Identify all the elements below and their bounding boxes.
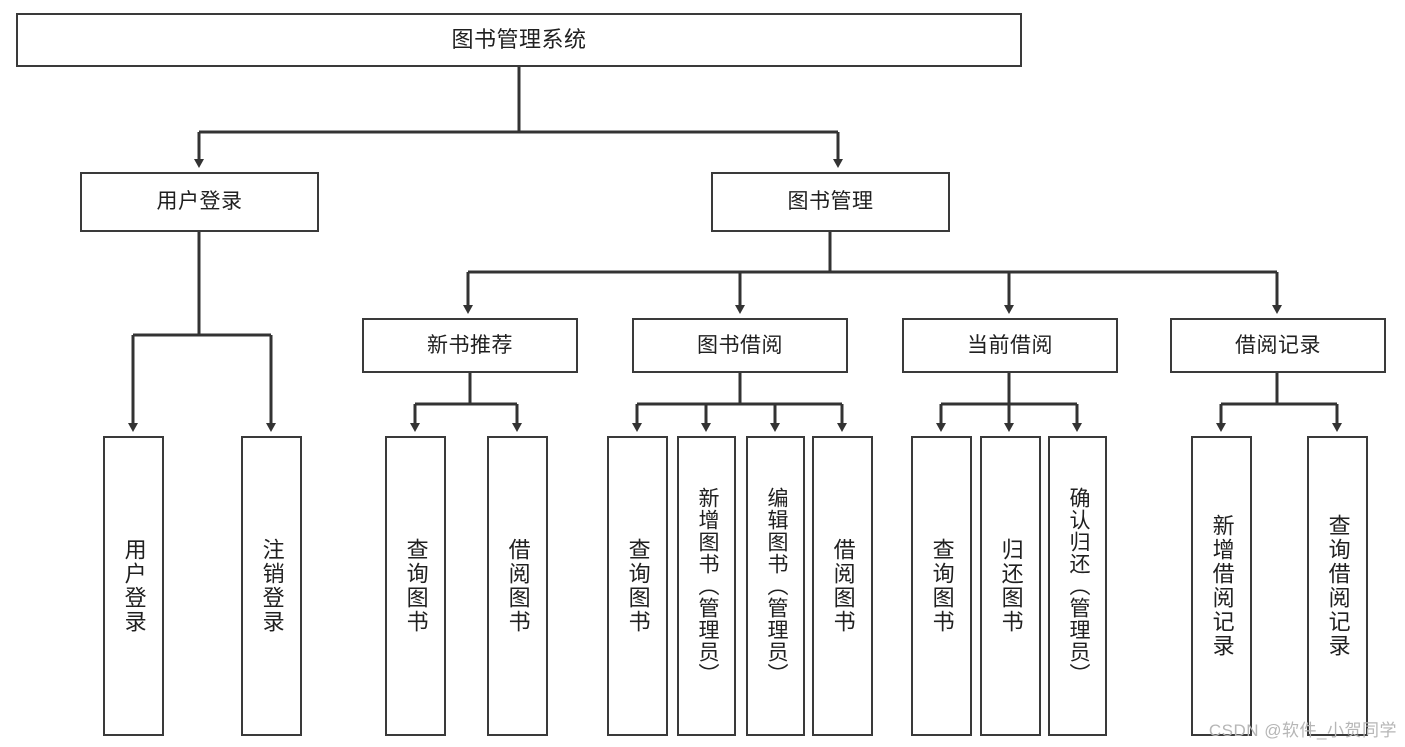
node-label: 图书管理系统 (451, 26, 587, 52)
leaf-query-book-recommend[interactable]: 查询图书 (385, 436, 446, 736)
node-label: 查询图书 (625, 538, 651, 634)
node-label: 新增借阅记录 (1209, 514, 1235, 658)
node-label: 借阅图书 (505, 538, 531, 634)
node-label: 查询图书 (403, 538, 429, 634)
watermark-text: CSDN @软件_小贺同学 (1208, 721, 1397, 740)
node-label: 借阅图书 (830, 538, 856, 634)
node-label: 注销登录 (259, 538, 285, 634)
node-label: 当前借阅 (967, 333, 1053, 357)
leaf-logout-login[interactable]: 注销登录 (241, 436, 302, 736)
node-label: 用户登录 (156, 190, 243, 214)
node-borrow-record[interactable]: 借阅记录 (1170, 318, 1386, 373)
leaf-add-book-admin[interactable]: 新增图书（管理员） (677, 436, 736, 736)
leaf-borrow-book[interactable]: 借阅图书 (812, 436, 873, 736)
node-label: 新增图书（管理员） (695, 487, 719, 685)
node-label: 借阅记录 (1235, 333, 1321, 357)
node-label: 新书推荐 (427, 333, 513, 357)
leaf-borrow-book-recommend[interactable]: 借阅图书 (487, 436, 548, 736)
node-label: 图书借阅 (697, 333, 783, 357)
node-label: 确认归还（管理员） (1066, 487, 1090, 685)
leaf-user-login[interactable]: 用户登录 (103, 436, 164, 736)
leaf-add-borrow-record[interactable]: 新增借阅记录 (1191, 436, 1252, 736)
node-book-manage[interactable]: 图书管理 (711, 172, 950, 232)
node-current-borrow[interactable]: 当前借阅 (902, 318, 1118, 373)
leaf-edit-book-admin[interactable]: 编辑图书（管理员） (746, 436, 805, 736)
node-user-login[interactable]: 用户登录 (80, 172, 319, 232)
leaf-return-book[interactable]: 归还图书 (980, 436, 1041, 736)
leaf-query-borrow-record[interactable]: 查询借阅记录 (1307, 436, 1368, 736)
node-book-borrow[interactable]: 图书借阅 (632, 318, 848, 373)
leaf-query-book-borrow[interactable]: 查询图书 (607, 436, 668, 736)
node-root-system[interactable]: 图书管理系统 (16, 13, 1022, 67)
leaf-query-book-current[interactable]: 查询图书 (911, 436, 972, 736)
node-label: 用户登录 (121, 538, 147, 634)
node-new-book-recommend[interactable]: 新书推荐 (362, 318, 578, 373)
leaf-confirm-return-admin[interactable]: 确认归还（管理员） (1048, 436, 1107, 736)
node-label: 查询借阅记录 (1325, 514, 1351, 658)
node-label: 归还图书 (998, 538, 1024, 634)
node-label: 编辑图书（管理员） (764, 487, 788, 685)
node-label: 查询图书 (929, 538, 955, 634)
node-label: 图书管理 (787, 190, 874, 214)
